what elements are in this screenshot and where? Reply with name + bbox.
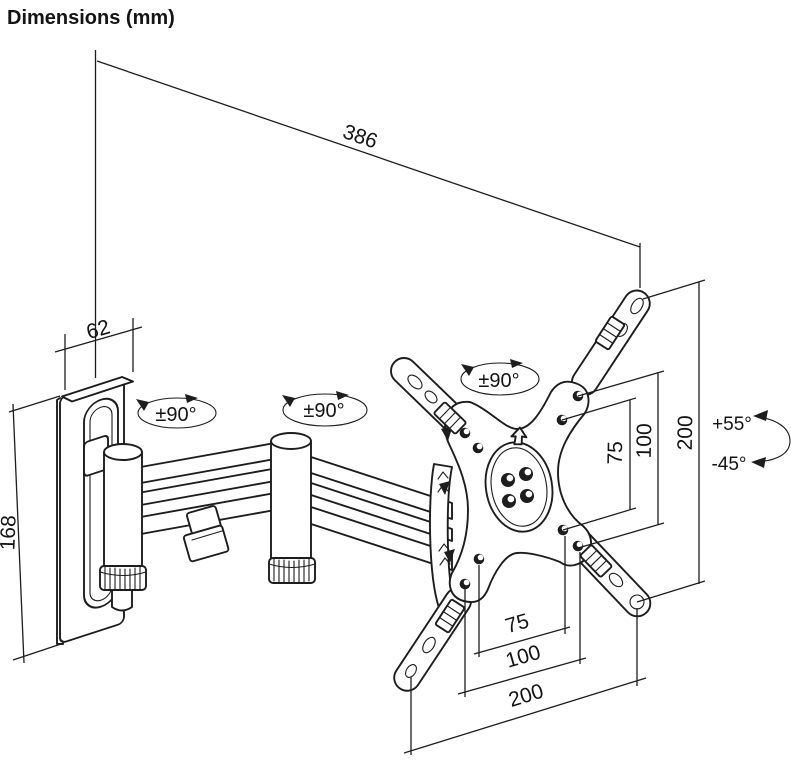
arm-clamps: [433, 315, 626, 634]
swivel-wall-label: ±90°: [155, 404, 196, 426]
rotation-arrow-icon: [282, 391, 368, 427]
dimension-lines: [8, 50, 706, 755]
dim-wall-depth-label: 62: [84, 315, 113, 344]
rotation-boss: [484, 441, 554, 533]
rotation-arrow-icon: [136, 394, 217, 429]
tilt-up-label: +55°: [712, 414, 752, 435]
vesa-plate: [439, 380, 593, 603]
dim-vesa-horizontal-100-label: 100: [503, 641, 543, 673]
up-arrow-icon: [510, 426, 528, 446]
page-title: Dimensions (mm): [7, 7, 175, 29]
elbow-pivot: [268, 432, 316, 584]
dim-vesa-vertical-100-label: 100: [633, 423, 657, 458]
tilt-arrow-icon: [751, 410, 791, 468]
dim-plate-height-200-label: 200: [674, 415, 698, 450]
dim-vesa-horizontal-75-label: 75: [503, 609, 532, 638]
swivel-arm-label: ±90°: [303, 400, 344, 422]
wall-pivot: [99, 443, 147, 612]
tension-knob: [99, 565, 147, 591]
tension-knob: [268, 557, 316, 584]
arm-segment-2: [307, 455, 453, 571]
dim-arm-reach-label: 386: [340, 120, 381, 153]
tilt-down-label: -45°: [711, 454, 746, 475]
boss-screws: [501, 467, 534, 508]
vesa-mount-holes: [459, 390, 584, 590]
dim-wall-height-label: 168: [0, 515, 21, 551]
rotation-arrow-icon: [460, 359, 540, 396]
cable-clip: [182, 505, 230, 563]
dim-vesa-vertical-75-label: 75: [604, 441, 627, 465]
rotate-plate-label: ±90°: [478, 370, 519, 392]
dim-plate-width-200-label: 200: [506, 680, 546, 712]
